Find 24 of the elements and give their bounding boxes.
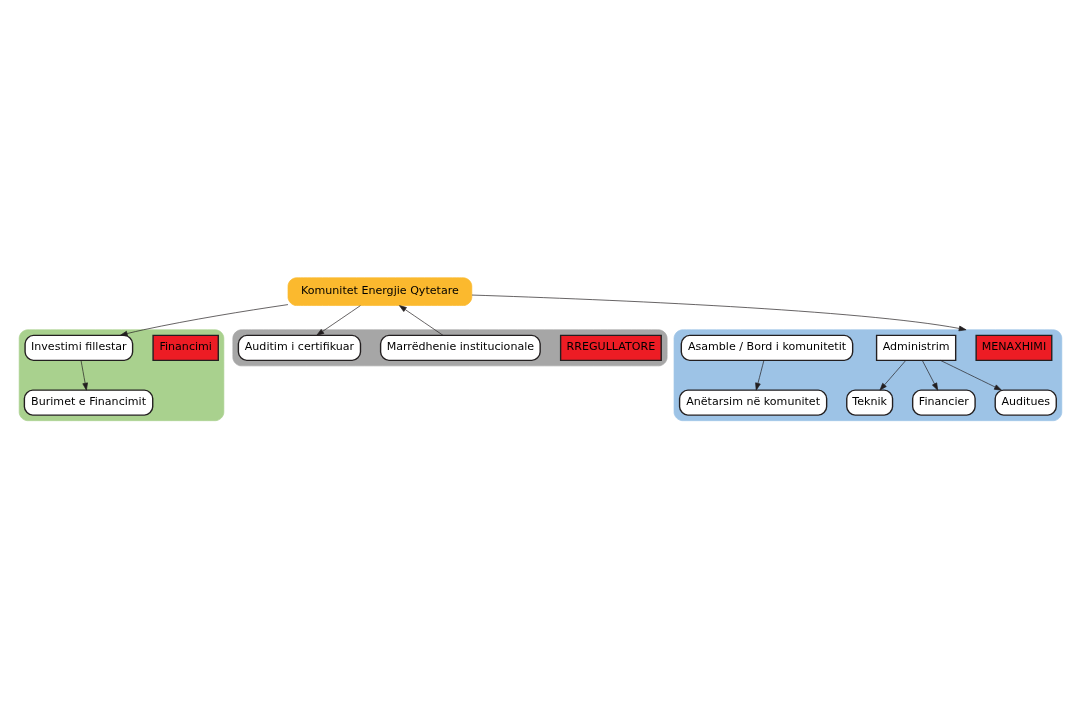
node-box: Marrëdhenie institucionale <box>379 334 541 361</box>
node-box: Auditues <box>994 389 1057 416</box>
node-box: Financier <box>911 389 976 416</box>
node-box: RREGULLATORE <box>559 334 662 361</box>
cluster <box>673 329 1063 422</box>
node-box: Komunitet Energjie Qytetare <box>287 277 473 306</box>
arrow <box>316 305 361 336</box>
node-box: Investimi fillestar <box>24 334 134 361</box>
arrow <box>399 305 444 336</box>
node-box: Asamble / Bord i komunitetit <box>680 334 854 361</box>
node-box: Financimi <box>152 334 219 361</box>
node-box: MENAXHIMI <box>975 334 1053 361</box>
arrow <box>80 360 88 391</box>
node-box: Auditim i certifikuar <box>237 334 362 361</box>
arrow <box>755 360 765 391</box>
arrow <box>921 360 939 391</box>
node-box: Administrim <box>875 334 957 361</box>
arrow <box>879 360 907 391</box>
node-box: Teknik <box>846 389 894 416</box>
arrow <box>120 304 289 337</box>
arrow <box>471 294 967 332</box>
node-box: Anëtarsim në komunitet <box>678 389 828 416</box>
node-box: Burimet e Financimit <box>23 389 154 416</box>
arrow <box>940 360 1002 391</box>
